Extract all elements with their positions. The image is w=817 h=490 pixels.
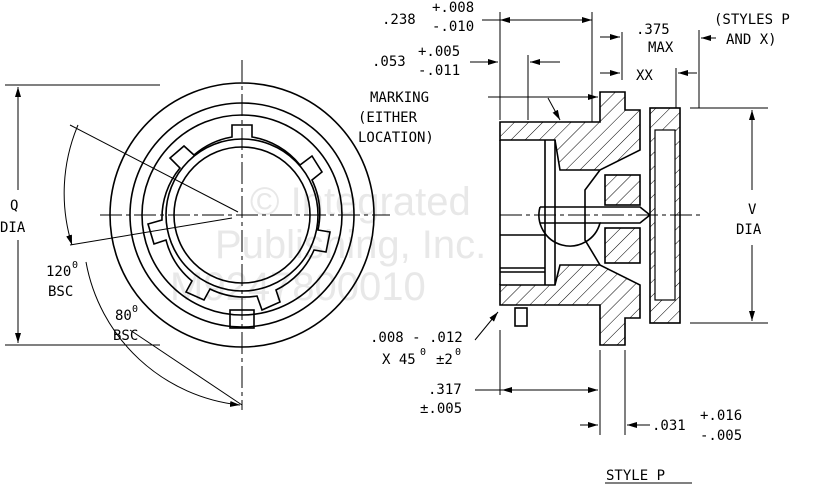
svg-text:BSC: BSC — [48, 284, 73, 300]
svg-text:+.016: +.016 — [700, 408, 742, 424]
insert-lower — [604, 227, 641, 264]
svg-text:±.005: ±.005 — [420, 401, 462, 417]
v-dia-label: V DIA — [736, 202, 762, 238]
side-view — [470, 12, 768, 484]
svg-text:±2: ±2 — [436, 352, 453, 368]
svg-text:0: 0 — [72, 260, 78, 271]
svg-text:0: 0 — [420, 347, 426, 358]
svg-text:DIA: DIA — [0, 220, 26, 236]
svg-text:0: 0 — [455, 347, 461, 358]
dimension-238: .238 +.008 -.010 — [382, 0, 474, 35]
style-caption: STYLE P — [606, 468, 665, 484]
angle-120-label: 120 0 BSC — [46, 260, 78, 300]
svg-text:.238: .238 — [382, 12, 416, 28]
svg-text:.375: .375 — [636, 22, 670, 38]
svg-text:DIA: DIA — [736, 222, 762, 238]
svg-text:.031: .031 — [652, 418, 686, 434]
svg-text:(EITHER: (EITHER — [358, 110, 418, 126]
dimension-375: .375 MAX XX — [636, 22, 674, 84]
svg-text:Q: Q — [10, 198, 18, 214]
front-view — [5, 60, 390, 410]
marking-note: MARKING (EITHER LOCATION) — [358, 90, 434, 146]
contact-pin — [538, 206, 602, 247]
svg-text:MAX: MAX — [648, 40, 674, 56]
insert-upper — [604, 174, 641, 206]
svg-text:-.011: -.011 — [418, 63, 460, 79]
angle-80-label: 80 0 BSC — [113, 304, 138, 344]
svg-text:80: 80 — [115, 308, 132, 324]
dimension-317: .317 ±.005 — [420, 382, 462, 417]
svg-text:X 45: X 45 — [382, 352, 416, 368]
chamfer-note: .008 - .012 X 45 0 ±2 0 — [370, 330, 463, 368]
svg-text:.053: .053 — [372, 54, 406, 70]
svg-text:BSC: BSC — [113, 328, 138, 344]
key-ring — [147, 124, 331, 312]
svg-text:.317: .317 — [428, 382, 462, 398]
svg-text:+.005: +.005 — [418, 44, 460, 60]
svg-text:MARKING: MARKING — [370, 90, 429, 106]
svg-text:© Integrated: © Integrated — [250, 180, 471, 224]
svg-text:+.008: +.008 — [432, 0, 474, 16]
dimension-031: .031 +.016 -.005 — [652, 408, 742, 444]
q-dia-label: Q DIA — [0, 198, 26, 236]
svg-text:LOCATION): LOCATION) — [358, 130, 434, 146]
svg-text:120: 120 — [46, 264, 71, 280]
svg-text:XX: XX — [636, 68, 653, 84]
dimension-053: .053 +.005 -.011 — [372, 44, 460, 79]
svg-text:(STYLES P: (STYLES P — [714, 12, 790, 28]
key-pin — [514, 307, 528, 327]
svg-text:M9247800010: M9247800010 — [170, 265, 426, 309]
svg-text:AND X): AND X) — [726, 32, 777, 48]
styles-note: (STYLES P AND X) — [714, 12, 790, 48]
svg-text:0: 0 — [132, 304, 138, 315]
svg-text:.008 - .012: .008 - .012 — [370, 330, 463, 346]
upper-body-section — [499, 91, 641, 171]
svg-text:V: V — [748, 202, 757, 218]
lower-body-section — [499, 264, 641, 346]
svg-text:-.010: -.010 — [432, 19, 474, 35]
svg-text:-.005: -.005 — [700, 428, 742, 444]
